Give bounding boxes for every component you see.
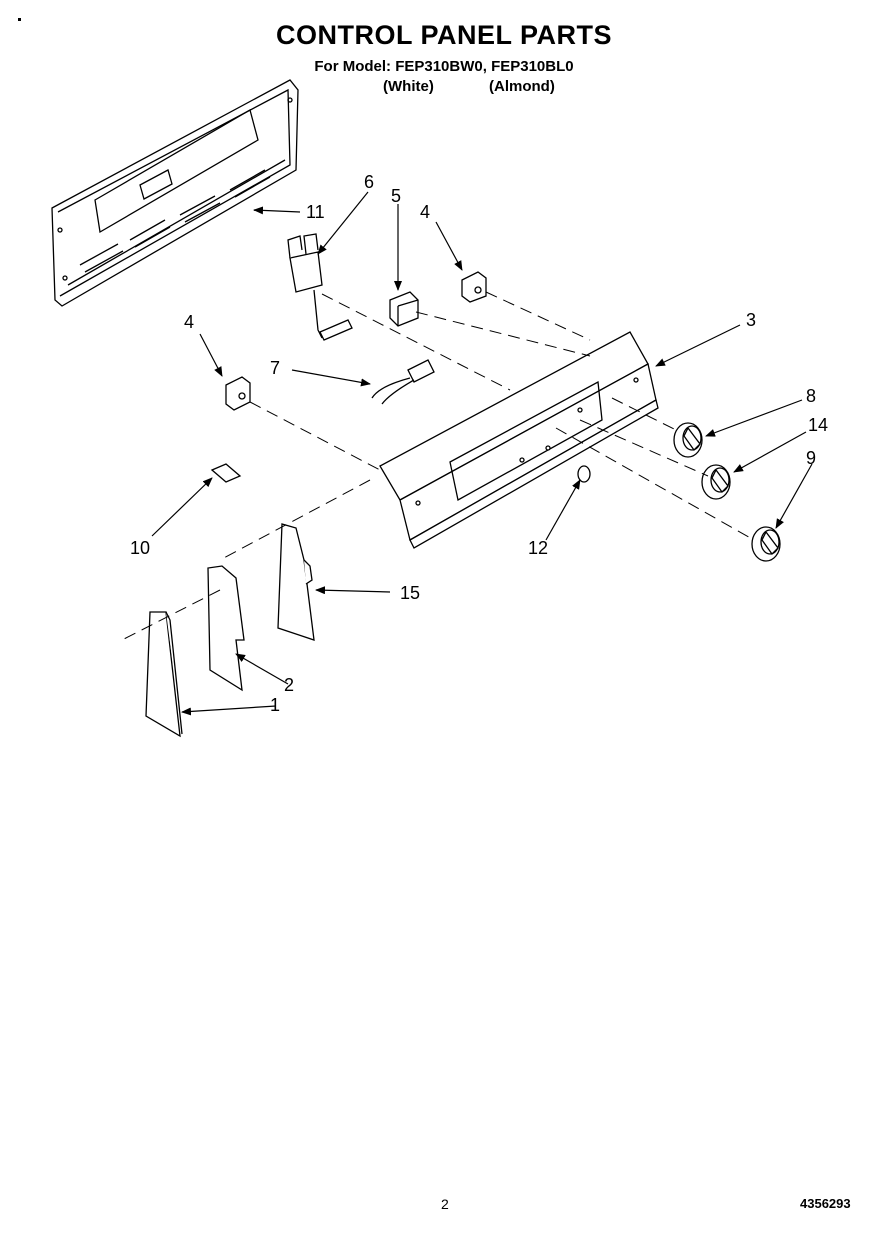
callout-1: 1 [270,695,280,715]
part-clip [210,463,242,483]
callout-4-lower: 4 [184,312,194,332]
part-switch-4-upper [461,271,487,303]
leader-lines [151,191,813,716]
callout-4-upper: 4 [420,202,430,222]
callout-9: 9 [806,448,816,468]
callout-5: 5 [391,186,401,206]
part-knob-9 [751,526,781,562]
assembly-dash-lines [121,291,755,641]
page-number: 2 [441,1196,449,1212]
part-knob-14 [701,464,731,500]
model-subtitle: For Model: FEP310BW0, FEP310BL0 [314,58,574,75]
part-knob-8 [673,422,703,458]
part-end-cap-2 [207,565,245,692]
callout-8: 8 [806,386,816,406]
callout-2: 2 [284,675,294,695]
part-back-panel [51,79,299,307]
callout-7: 7 [270,358,280,378]
part-switch-4-lower [225,376,251,411]
part-control-panel [379,331,659,549]
part-end-cap-1 [145,611,183,738]
corner-mark [18,18,21,21]
callout-15: 15 [400,583,420,603]
part-indicator-light [577,465,591,483]
part-wire-harness [371,359,435,405]
document-number: 4356293 [800,1196,851,1211]
part-bracket-15 [277,523,315,641]
callout-11: 11 [306,202,325,222]
variant-white-label: (White) [383,78,434,95]
callout-12: 12 [528,538,548,558]
callout-10: 10 [130,538,150,558]
part-switch-5 [389,291,419,327]
page-title: CONTROL PANEL PARTS [275,20,613,50]
part-switch-6 [287,233,353,341]
callout-14: 14 [808,415,828,435]
variant-almond-label: (Almond) [489,78,555,95]
callout-3: 3 [746,310,756,330]
callout-6: 6 [364,172,374,192]
